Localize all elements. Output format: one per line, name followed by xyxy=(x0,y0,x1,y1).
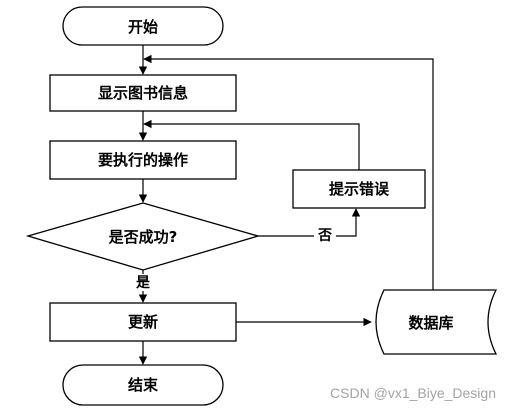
update-label: 更新 xyxy=(128,313,158,331)
no-label: 否 xyxy=(317,228,332,244)
database-label: 数据库 xyxy=(408,314,453,332)
start-label: 开始 xyxy=(128,18,158,36)
arrow-database-to-display xyxy=(143,54,434,290)
success-decision-label: 是否成功? xyxy=(108,228,178,246)
yes-label-bg xyxy=(132,274,154,291)
end-terminator xyxy=(62,364,224,406)
yes-label: 是 xyxy=(136,275,151,291)
arrow-decision-to-error xyxy=(258,208,361,237)
no-label-bg xyxy=(314,227,336,245)
display-book-info-label: 显示图书信息 xyxy=(98,84,188,102)
end-label: 结束 xyxy=(128,376,159,394)
csdn-watermark: CSDN @vx1_Biye_Design xyxy=(330,385,496,401)
display-book-info-box xyxy=(49,74,237,112)
error-prompt-label: 提示错误 xyxy=(329,180,390,198)
operation-label: 要执行的操作 xyxy=(98,151,188,169)
arrow-error-to-operation xyxy=(143,119,360,170)
database-shape xyxy=(375,289,498,355)
